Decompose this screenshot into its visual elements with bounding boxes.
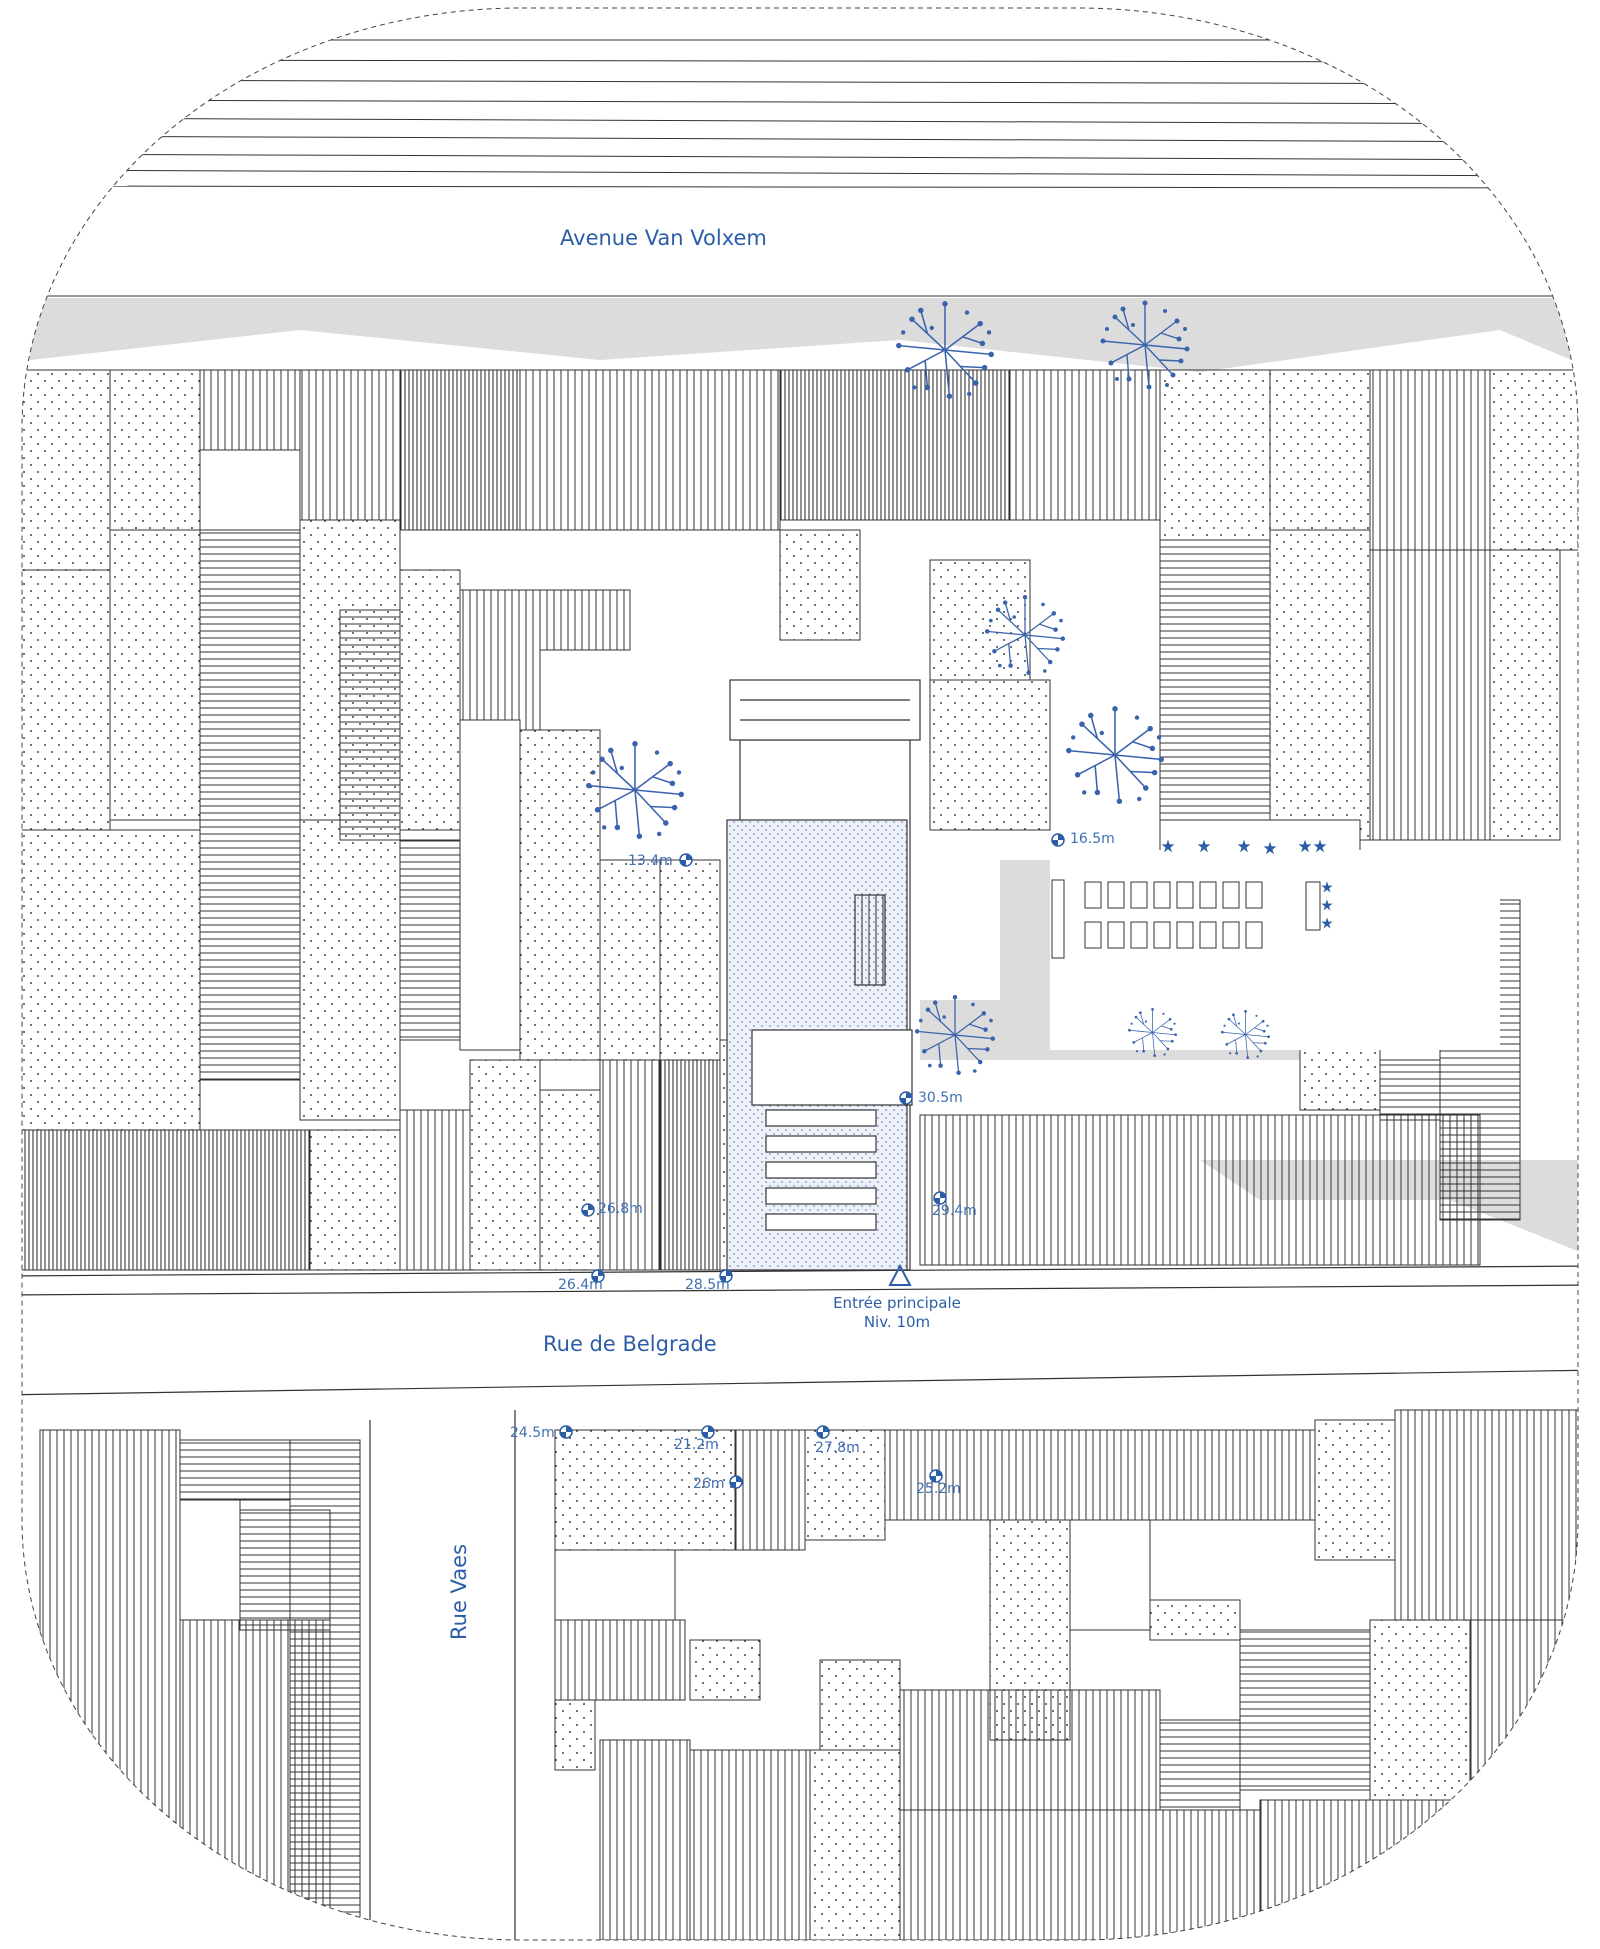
entrance-line-1: Entrée principale [833, 1294, 961, 1312]
elevation-label: 27.8m [815, 1440, 860, 1456]
elevation-label: 24.5m [510, 1425, 555, 1441]
entrance-triangle-icon [888, 1263, 912, 1286]
elevation-label: 16.5m [1070, 831, 1115, 847]
elevation-label: 26m [693, 1476, 725, 1492]
project-building [726, 679, 921, 1271]
street-label-avenue-van-volxem: Avenue Van Volxem [560, 226, 767, 250]
entrance-line-2: Niv. 10m [863, 1313, 931, 1331]
building-shadow [30, 298, 1578, 372]
courtyard-parking [1050, 850, 1500, 1050]
north-block [22, 369, 1578, 1271]
elevation-label: 30.5m [918, 1090, 963, 1106]
elevation-label: 29.4m [932, 1203, 977, 1219]
elevation-label: 21.2m [674, 1437, 719, 1453]
roads [22, 1265, 1578, 1940]
elevation-label: 25.2m [916, 1481, 961, 1497]
elevation-label: 26.4m [558, 1277, 603, 1293]
street-label-rue-de-belgrade: Rue de Belgrade [543, 1332, 717, 1356]
elevation-label: 13.4m [628, 853, 673, 869]
street-label-rue-vaes: Rue Vaes [447, 1543, 471, 1640]
elevation-label: 28.5m [685, 1277, 730, 1293]
elevation-label: 26.8m [598, 1201, 643, 1217]
railway-lines [22, 39, 1578, 189]
south-west-block [39, 1429, 361, 1940]
main-entrance-label: Entrée principale Niv. 10m [822, 1294, 972, 1332]
